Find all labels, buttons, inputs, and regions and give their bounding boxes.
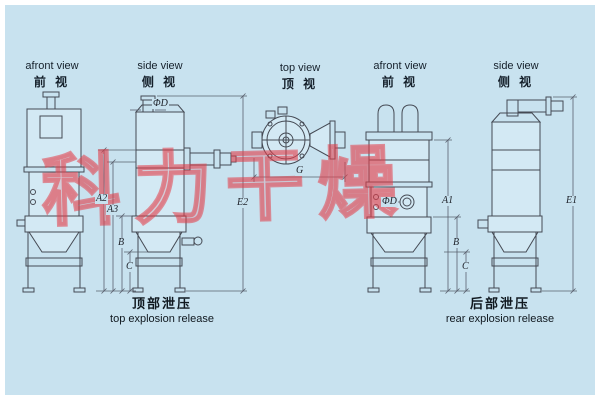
caption-zh: 后部泄压: [469, 296, 530, 311]
view-label-side-left: side view 侧 视: [122, 60, 198, 90]
view-label-zh: 侧 视: [497, 75, 535, 89]
dim-label-c-right: C: [461, 261, 470, 272]
caption-zh: 顶部泄压: [131, 296, 192, 311]
view-label-side-right: side view 侧 视: [478, 60, 554, 90]
dim-label-b-right: B: [452, 237, 461, 248]
view-label-front-left: afront view 前 视: [14, 60, 90, 90]
caption-rear-explosion-release: 后部泄压 rear explosion release: [420, 293, 580, 325]
dim-label-e1: E1: [565, 195, 579, 206]
dim-label-phid-right: ΦD: [381, 196, 398, 207]
caption-top-explosion-release: 顶部泄压 top explosion release: [82, 293, 242, 325]
dimension-lines: [96, 93, 577, 294]
dim-label-g: G: [295, 165, 305, 176]
dim-label-b-left: B: [117, 237, 126, 248]
side-view-top-release-drawing: [131, 95, 237, 293]
dim-label-a1: A1: [441, 195, 455, 206]
view-label-zh: 前 视: [381, 75, 419, 89]
view-label-en: side view: [493, 60, 539, 72]
view-label-en: top view: [279, 62, 321, 74]
dim-label-e2: E2: [236, 197, 250, 208]
front-view-top-release-drawing: [16, 91, 86, 293]
caption-en: rear explosion release: [445, 313, 555, 325]
front-view-rear-release-drawing: [365, 104, 433, 293]
view-label-zh: 前 视: [33, 75, 71, 89]
view-label-en: afront view: [25, 60, 79, 72]
view-label-en: afront view: [373, 60, 427, 72]
view-label-zh: 顶 视: [281, 77, 319, 91]
side-view-rear-release-drawing: [477, 96, 564, 293]
view-label-front-right: afront view 前 视: [362, 60, 438, 90]
view-label-zh: 侧 视: [141, 75, 179, 89]
caption-en: top explosion release: [110, 313, 214, 325]
dim-label-a3: A3: [106, 204, 120, 215]
dim-label-phid-left: ΦD: [152, 98, 169, 109]
top-view-drawing: [251, 106, 346, 165]
dim-label-c-left: C: [125, 261, 134, 272]
dim-label-a2: A2: [95, 193, 109, 204]
view-label-top: top view 顶 视: [262, 62, 338, 92]
view-label-en: side view: [137, 60, 183, 72]
